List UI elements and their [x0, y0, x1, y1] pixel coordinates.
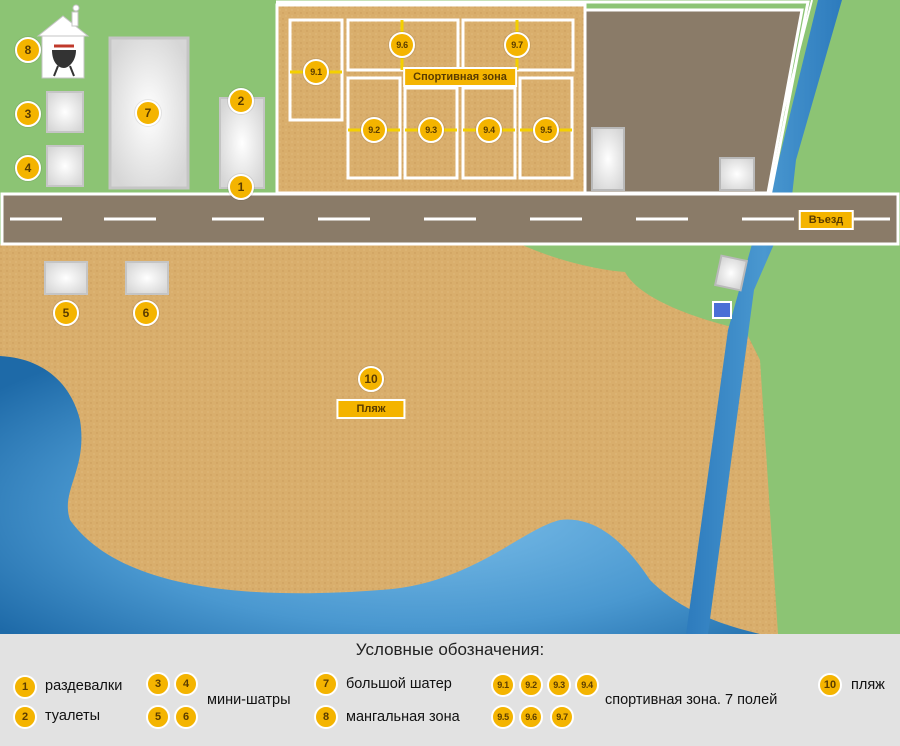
legend-key-9-4: 9.4	[575, 673, 599, 697]
legend-text-sports-zone: спортивная зона. 7 полей	[605, 692, 778, 708]
legend-key-1: 1	[13, 675, 37, 699]
legend-key-3: 3	[146, 672, 170, 696]
marker-2: 2	[228, 88, 254, 114]
legend-key-2: 2	[13, 705, 37, 729]
house-icon	[36, 4, 90, 79]
marker-9-5: 9.5	[533, 117, 559, 143]
legend-title: Условные обозначения:	[355, 640, 545, 659]
legend-key-5: 5	[146, 705, 170, 729]
bbq-grill-icon	[52, 44, 76, 77]
sports-zone-area	[275, 3, 587, 195]
sea-water	[0, 356, 760, 634]
parking-building	[591, 127, 625, 191]
beach-label: Пляж	[336, 399, 406, 419]
mini-tent-4	[46, 145, 84, 187]
blue-box	[712, 301, 732, 319]
legend: Условные обозначения: 1 раздевалки 2 туа…	[0, 634, 900, 746]
legend-key-7: 7	[314, 672, 338, 696]
legend-text-toilets: туалеты	[45, 708, 101, 724]
marker-9-6: 9.6	[389, 32, 415, 58]
marker-9-2: 9.2	[361, 117, 387, 143]
river	[686, 0, 842, 634]
field-9-5	[518, 76, 574, 180]
field-9-1	[288, 18, 344, 122]
river-kiosk	[713, 254, 749, 292]
marker-6: 6	[133, 300, 159, 326]
field-9-3	[403, 86, 459, 180]
mini-tent-3	[46, 91, 84, 133]
legend-key-9-6: 9.6	[519, 705, 543, 729]
field-9-2	[346, 76, 402, 180]
marker-5: 5	[53, 300, 79, 326]
legend-key-9-3: 9.3	[547, 673, 571, 697]
mini-tent-5	[44, 261, 88, 295]
legend-key-4: 4	[174, 672, 198, 696]
legend-text-mini-tents: мини-шатры	[207, 692, 291, 708]
legend-key-9-1: 9.1	[491, 673, 515, 697]
marker-9-3: 9.3	[418, 117, 444, 143]
marker-9-4: 9.4	[476, 117, 502, 143]
venue-map	[0, 0, 900, 634]
legend-text-beach: пляж	[851, 677, 885, 693]
mini-tent-6	[125, 261, 169, 295]
marker-10: 10	[358, 366, 384, 392]
legend-key-8: 8	[314, 705, 338, 729]
legend-key-9-2: 9.2	[519, 673, 543, 697]
legend-key-9-7: 9.7	[550, 705, 574, 729]
marker-3: 3	[15, 101, 41, 127]
marker-8: 8	[15, 37, 41, 63]
legend-text-changing-rooms: раздевалки	[45, 678, 123, 694]
legend-text-bbq-zone: мангальная зона	[346, 709, 460, 725]
marker-9-7: 9.7	[504, 32, 530, 58]
legend-key-10: 10	[818, 673, 842, 697]
marker-4: 4	[15, 155, 41, 181]
sport-zone-label: Спортивная зона	[403, 67, 517, 87]
legend-key-6: 6	[174, 705, 198, 729]
marker-9-1: 9.1	[303, 59, 329, 85]
legend-key-9-5: 9.5	[491, 705, 515, 729]
marker-7: 7	[135, 100, 161, 126]
marker-1: 1	[228, 174, 254, 200]
entrance-label: Въезд	[798, 210, 854, 230]
parking-kiosk	[719, 157, 755, 191]
legend-text-big-tent: большой шатер	[346, 676, 452, 692]
field-9-4	[461, 86, 517, 180]
